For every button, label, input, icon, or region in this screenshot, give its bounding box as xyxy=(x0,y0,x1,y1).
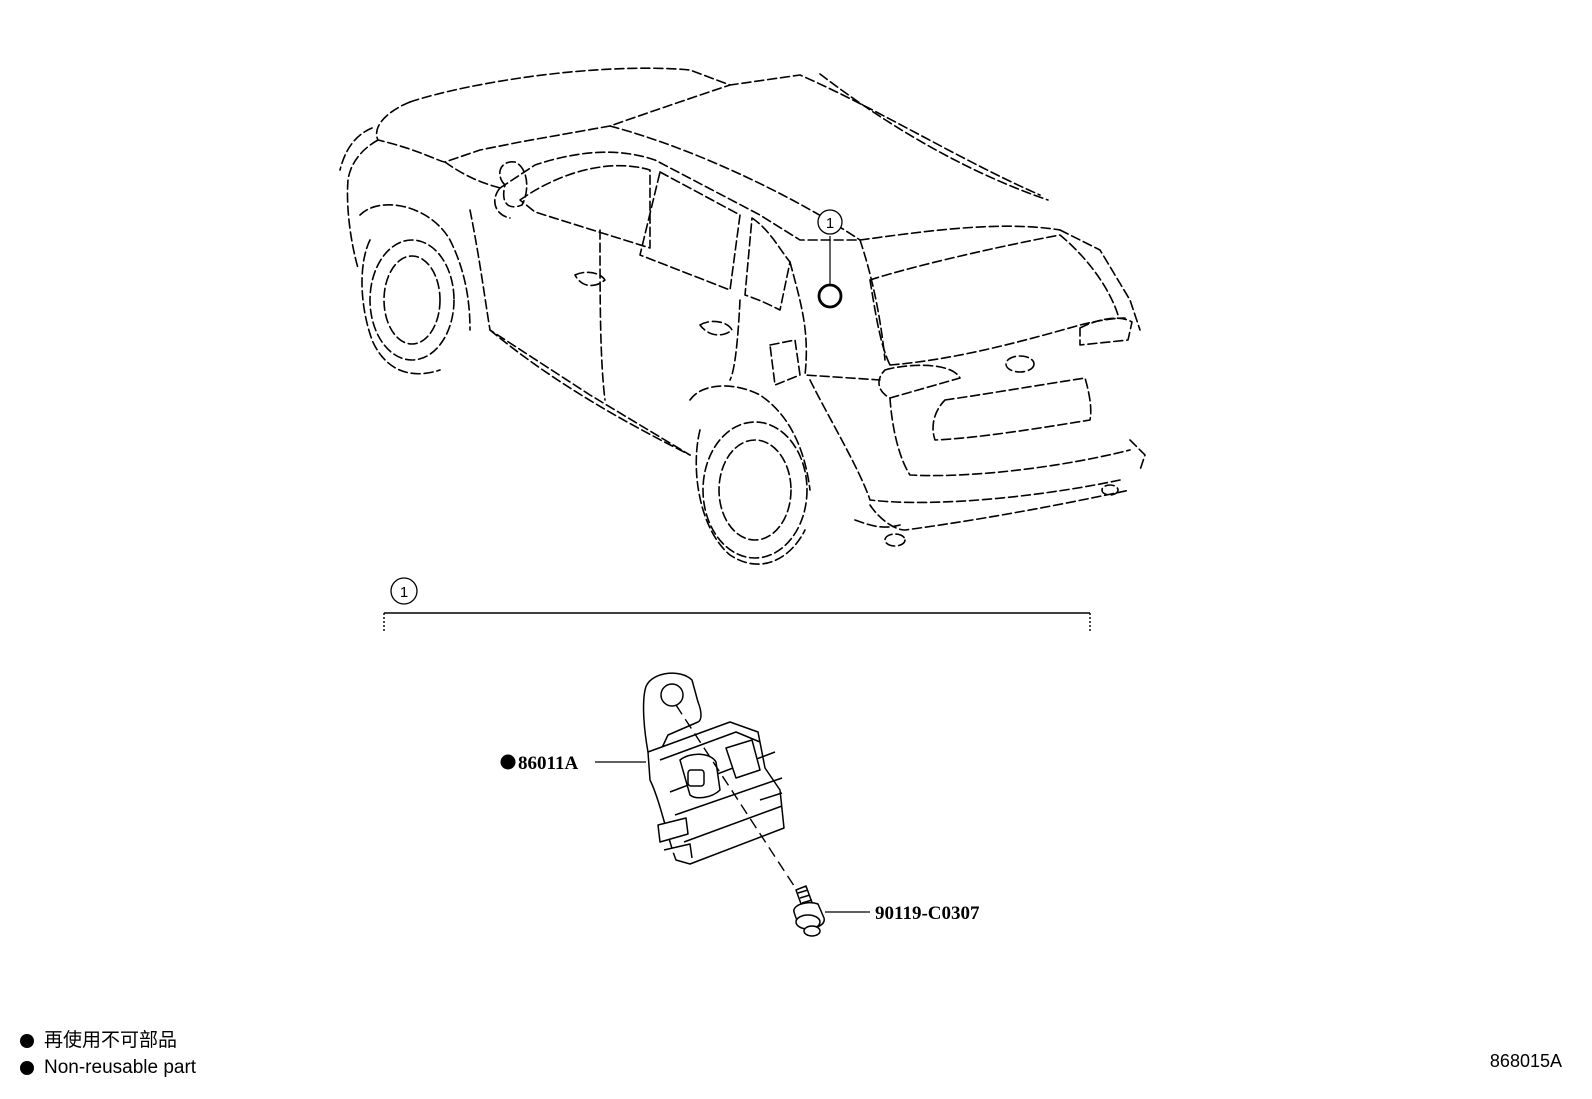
bullet-dot-icon xyxy=(20,1033,34,1048)
vehicle-callout: 1 xyxy=(817,209,843,309)
group-callout: 1 xyxy=(390,577,418,605)
legend-text-english: Non-reusable part xyxy=(44,1057,197,1078)
bolt-part-number: 90119-C0307 xyxy=(875,903,980,924)
bullet-dot-icon xyxy=(20,1060,34,1075)
vehicle-illustration xyxy=(339,67,1146,565)
bolt-part-label: 90119-C0307 xyxy=(825,903,980,924)
legend-text-japanese: 再使用不可部品 xyxy=(44,1030,178,1051)
group-bracket xyxy=(383,612,1091,632)
bolt-axis-line xyxy=(675,704,801,896)
sensor-illustration xyxy=(642,672,785,865)
sensor-part-number: 86011A xyxy=(518,753,578,774)
sensor-part-label: 86011A xyxy=(500,753,646,774)
legend-row-japanese: 再使用不可部品 xyxy=(20,1027,196,1054)
vehicle-callout-number: 1 xyxy=(826,215,834,232)
illustration-code: 868015A xyxy=(1489,1051,1562,1071)
legend: 再使用不可部品 Non-reusable part xyxy=(20,1027,196,1081)
group-callout-number: 1 xyxy=(400,584,408,601)
legend-row-english: Non-reusable part xyxy=(20,1054,196,1081)
non-reusable-dot xyxy=(500,754,516,770)
bolt-illustration xyxy=(793,885,825,937)
